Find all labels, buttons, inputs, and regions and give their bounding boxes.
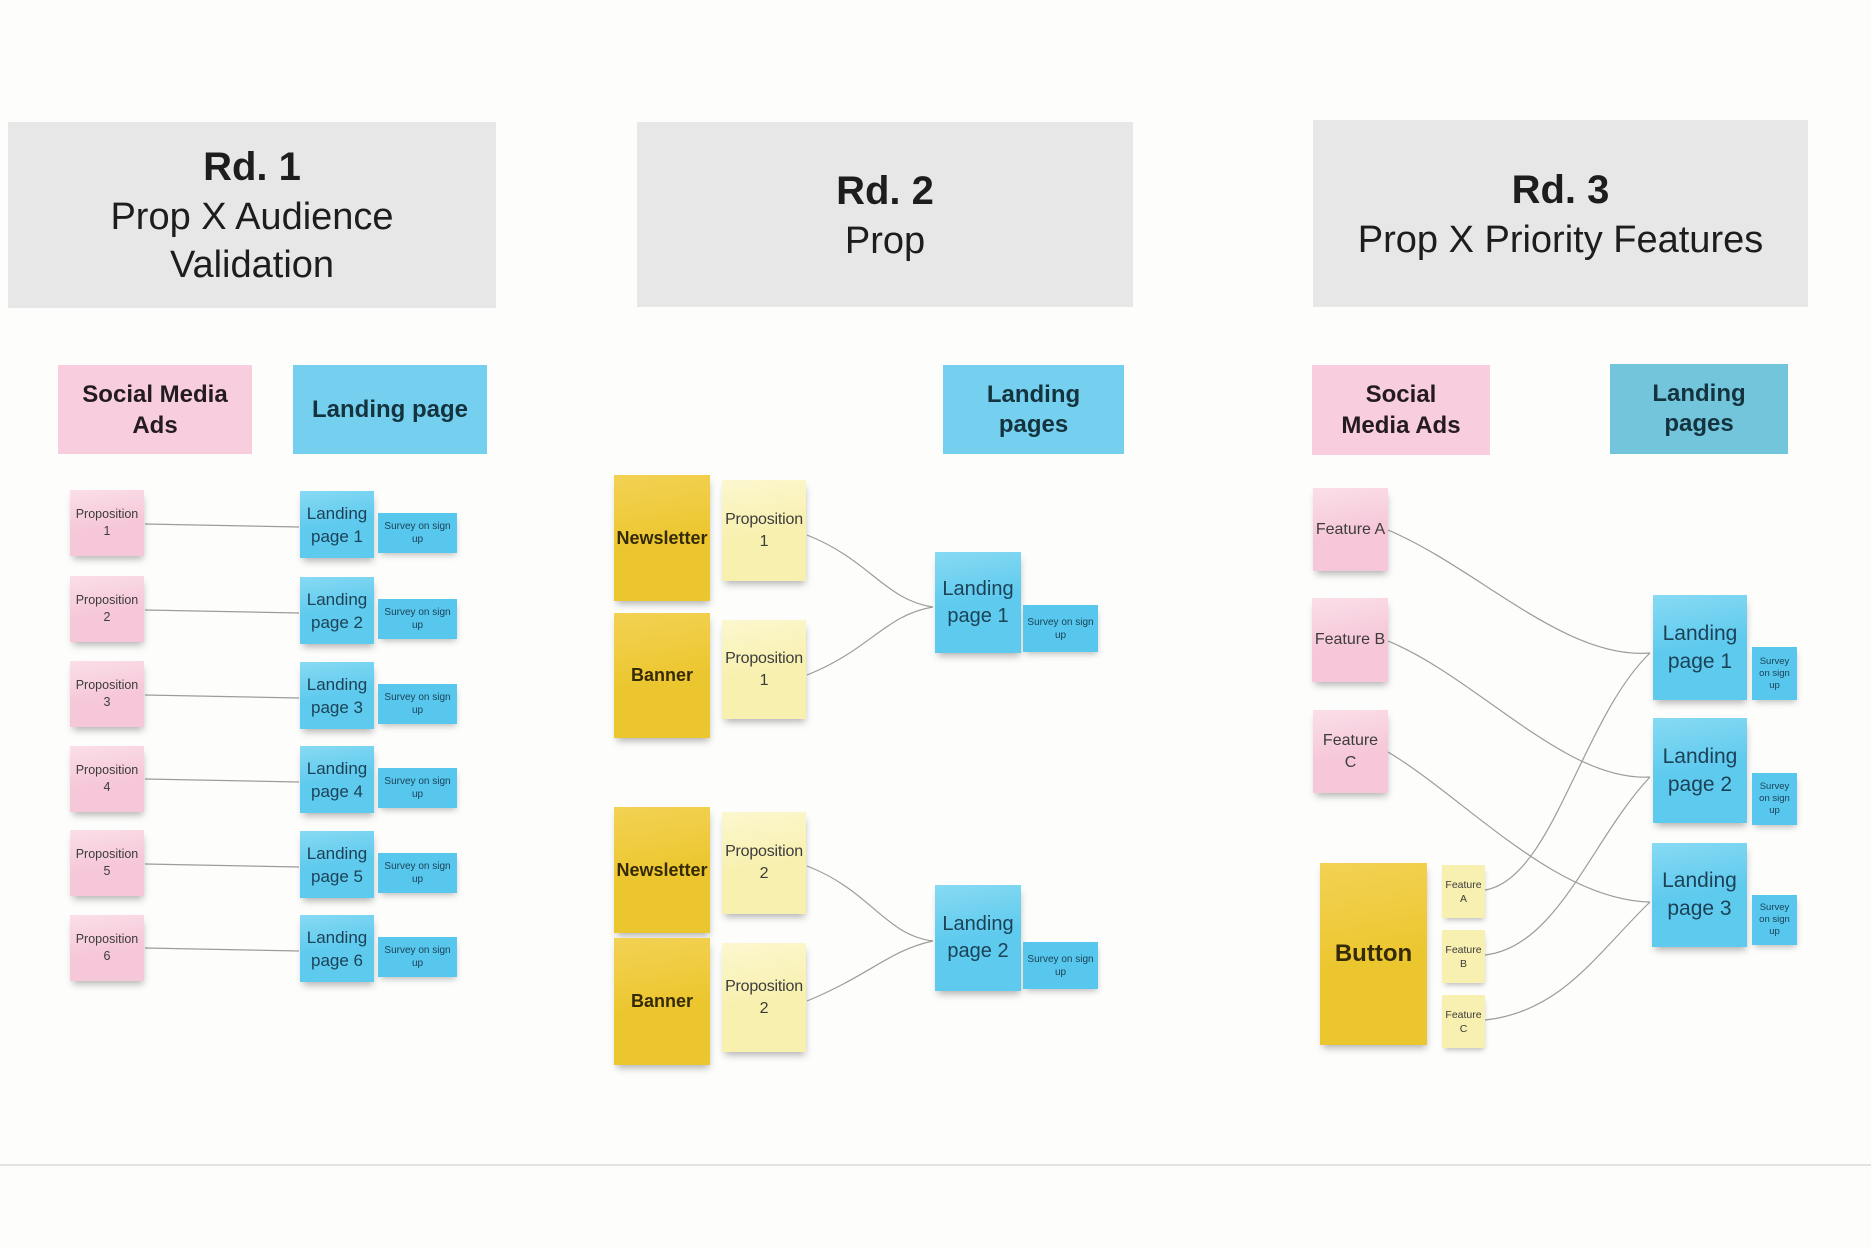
rd1-landing-note[interactable]: Landing page 6 bbox=[300, 915, 374, 982]
rd1-landing-note[interactable]: Landing page 1 bbox=[300, 491, 374, 558]
rd3-title: Rd. 3 bbox=[1511, 167, 1610, 212]
rd3-button-note[interactable]: Button bbox=[1320, 863, 1427, 1045]
rd1-proposition-note[interactable]: Proposition 2 bbox=[70, 576, 144, 642]
rd1-survey-note[interactable]: Survey on sign up bbox=[378, 599, 457, 639]
connector-line bbox=[144, 694, 300, 699]
rd1-landing-note[interactable]: Landing page 5 bbox=[300, 831, 374, 898]
rd3-subtitle: Prop X Priority Features bbox=[1357, 218, 1764, 261]
rd2-header[interactable]: Rd. 2 Prop bbox=[637, 122, 1133, 307]
rd2-survey-note[interactable]: Survey on sign up bbox=[1023, 605, 1098, 652]
rd1-landing-note[interactable]: Landing page 2 bbox=[300, 577, 374, 644]
connector-line bbox=[144, 947, 300, 952]
connector-line bbox=[1387, 751, 1651, 903]
rd3-survey-note[interactable]: Survey on sign up bbox=[1752, 895, 1797, 945]
rd3-feature-note[interactable]: Feature A bbox=[1313, 488, 1388, 571]
connector-line bbox=[1387, 640, 1651, 778]
connector-line bbox=[144, 523, 300, 528]
connector-line bbox=[806, 940, 934, 1002]
rd2-subtitle: Prop bbox=[844, 219, 926, 262]
rd2-banner-note[interactable]: Banner bbox=[614, 938, 710, 1065]
rd3-landing-note[interactable]: Landing page 1 bbox=[1653, 595, 1747, 700]
connector-line bbox=[806, 606, 934, 676]
rd2-landing-pages-header[interactable]: Landing pages bbox=[943, 365, 1124, 454]
rd1-landing-note[interactable]: Landing page 3 bbox=[300, 662, 374, 729]
rd3-feature-note[interactable]: Feature B bbox=[1312, 598, 1388, 682]
rd1-survey-note[interactable]: Survey on sign up bbox=[378, 513, 457, 553]
rd2-proposition-note[interactable]: Proposition 1 bbox=[722, 620, 806, 719]
connector-line bbox=[144, 778, 300, 783]
rd2-newsletter-note[interactable]: Newsletter bbox=[614, 475, 710, 601]
rd1-proposition-note[interactable]: Proposition 1 bbox=[70, 490, 144, 556]
connector-line bbox=[1484, 776, 1651, 956]
rd1-proposition-note[interactable]: Proposition 4 bbox=[70, 746, 144, 812]
rd1-proposition-note[interactable]: Proposition 5 bbox=[70, 830, 144, 896]
rd2-proposition-note[interactable]: Proposition 1 bbox=[722, 480, 806, 581]
rd1-landing-note[interactable]: Landing page 4 bbox=[300, 746, 374, 813]
connector-line bbox=[144, 609, 300, 614]
rd3-header[interactable]: Rd. 3 Prop X Priority Features bbox=[1313, 120, 1808, 307]
rd2-proposition-note[interactable]: Proposition 2 bbox=[722, 943, 806, 1052]
rd2-landing-note[interactable]: Landing page 1 bbox=[935, 552, 1021, 653]
rd3-landing-pages-header[interactable]: Landing pages bbox=[1610, 364, 1788, 454]
connector-line bbox=[806, 865, 934, 942]
rd1-proposition-note[interactable]: Proposition 6 bbox=[70, 915, 144, 981]
rd3-social-media-ads-header[interactable]: Social Media Ads bbox=[1312, 365, 1490, 455]
rd2-landing-note[interactable]: Landing page 2 bbox=[935, 885, 1021, 991]
rd1-survey-note[interactable]: Survey on sign up bbox=[378, 768, 457, 808]
rd3-button-feature-note[interactable]: Feature A bbox=[1442, 865, 1485, 918]
connector-line bbox=[1387, 529, 1651, 654]
rd1-survey-note[interactable]: Survey on sign up bbox=[378, 937, 457, 977]
connector-line bbox=[1484, 652, 1651, 891]
rd3-feature-note[interactable]: Feature C bbox=[1313, 710, 1388, 793]
rd1-survey-note[interactable]: Survey on sign up bbox=[378, 684, 457, 724]
rd3-survey-note[interactable]: Survey on sign up bbox=[1752, 647, 1797, 700]
rd2-newsletter-note[interactable]: Newsletter bbox=[614, 807, 710, 933]
rd1-survey-note[interactable]: Survey on sign up bbox=[378, 853, 457, 893]
rd2-proposition-note[interactable]: Proposition 2 bbox=[722, 812, 806, 914]
connector-line bbox=[806, 534, 934, 608]
rd1-social-media-ads-header[interactable]: Social Media Ads bbox=[58, 365, 252, 454]
rd3-landing-note[interactable]: Landing page 2 bbox=[1653, 718, 1747, 823]
connector-line bbox=[144, 863, 300, 868]
rd2-banner-note[interactable]: Banner bbox=[614, 613, 710, 738]
rd3-button-feature-note[interactable]: Feature C bbox=[1442, 995, 1485, 1048]
rd2-title: Rd. 2 bbox=[836, 168, 934, 213]
rd3-landing-note[interactable]: Landing page 3 bbox=[1652, 843, 1747, 947]
bottom-divider bbox=[0, 1164, 1871, 1166]
rd1-header[interactable]: Rd. 1 Prop X Audience Validation bbox=[8, 122, 496, 308]
rd1-title: Rd. 1 bbox=[203, 145, 301, 189]
rd1-landing-page-header[interactable]: Landing page bbox=[293, 365, 487, 454]
rd1-proposition-note[interactable]: Proposition 3 bbox=[70, 661, 144, 727]
rd3-survey-note[interactable]: Survey on sign up bbox=[1752, 773, 1797, 825]
rd2-survey-note[interactable]: Survey on sign up bbox=[1023, 942, 1098, 989]
rd1-subtitle: Prop X Audience Validation bbox=[110, 196, 394, 286]
rd3-button-feature-note[interactable]: Feature B bbox=[1442, 930, 1485, 983]
connector-line bbox=[1484, 901, 1651, 1021]
